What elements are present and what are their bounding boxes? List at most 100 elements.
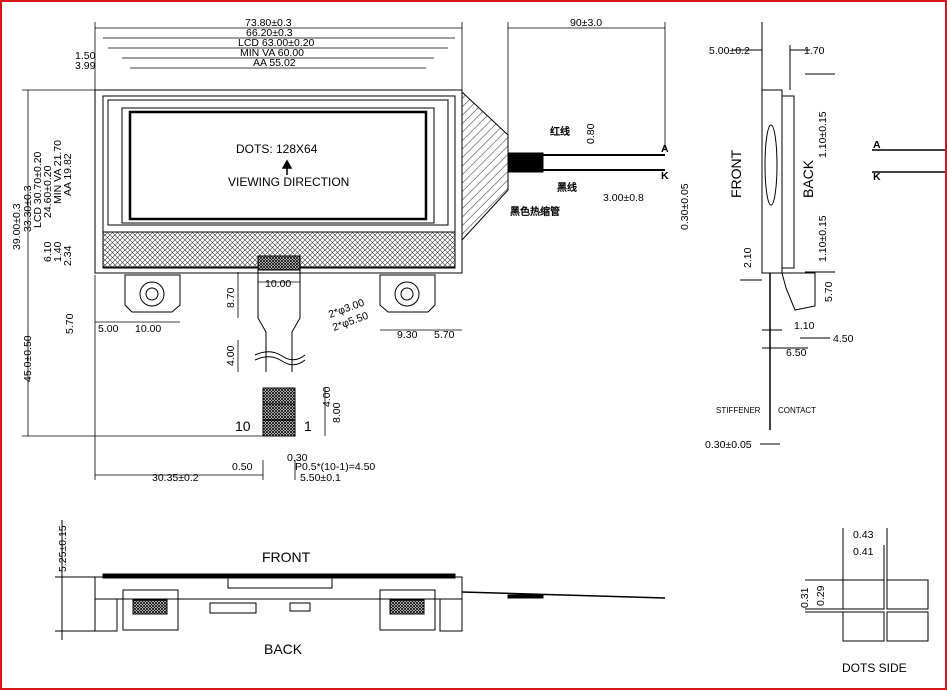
edge-tab-right [379,589,436,631]
dim-offset-5-50: 5.50±0.1 [300,472,341,484]
side-t-0-30: 0.30±0.05 [705,439,752,451]
screen-dots-label: DOTS: 128X64 [236,142,318,156]
dim-fpc-length: 8.70 [225,287,237,308]
side-h-5-70: 5.70 [823,281,835,302]
side-t-1-10-b: 1.10±0.15 [817,215,829,262]
dim-lcd: LCD 63.00±0.20 [238,37,315,49]
side-k-label: K [873,171,881,183]
dot-br [886,611,929,642]
side-window [764,124,778,206]
mount-hole-right-inner [400,287,414,301]
edge-top-strip [102,573,456,579]
dim-offset-1-50: 1.50 [75,50,96,62]
dim-h-24-60: 24.60±0.20 [42,165,54,218]
dim-h-lcd: LCD 30.70±0.20 [32,151,44,228]
edge-connector [209,602,257,614]
side-h-2-10: 2.10 [742,247,754,268]
dim-h-5-70: 5.70 [64,313,76,334]
front-dim-lines [22,22,666,480]
wire-thickness: 0.30±0.05 [679,183,691,230]
side-view-text: 5.00±0.2 1.70 1.10±0.15 1.10±0.15 FRONT … [705,45,881,451]
dots-detail [805,528,929,642]
side-body [761,89,783,274]
dim-contact-4: 4.00 [321,386,333,407]
side-t-1-10-a: 1.10±0.15 [817,111,829,158]
side-contact-label: CONTACT [778,406,816,415]
bottom-h-5-25: 5.25±0.15 [57,525,69,572]
dim-fpc-bend: 4.00 [225,345,237,366]
wire-sleeve-label: 黑色热缩管 [510,205,560,218]
dim-total-height: 45.0±0.50 [22,335,34,382]
dim-outline-width: 73.80±0.3 [245,17,292,29]
side-front-label: FRONT [728,149,744,198]
side-back-label: BACK [800,159,816,198]
dots-detail-text: 0.43 0.41 0.31 0.29 DOTS SIDE [799,529,907,675]
bottom-view [55,520,666,640]
mount-hole-left [139,281,165,307]
dim-min-va: MIN VA 60.00 [240,47,304,59]
dim-right-5-70: 5.70 [434,329,455,341]
bottom-view-text: FRONT BACK 5.25±0.15 [57,525,311,657]
side-w-1-10: 1.10 [794,320,815,332]
edge-tab-left [122,589,179,631]
wire-strip: 3.00±0.8 [603,192,644,204]
dim-left-5: 5.00 [98,323,119,335]
front-view [94,89,665,437]
dim-h-min-va: MIN VA 21.70 [52,140,64,204]
dim-wire-length: 90±3.0 [570,17,602,29]
dim-aa: AA 55.02 [253,57,296,69]
glass-outline [107,99,449,226]
edge-wire [461,591,666,599]
pin-1-label: 1 [304,418,312,434]
dim-h-2-34: 2.34 [62,245,74,266]
dim-h-1-40: 1.40 [52,241,64,262]
side-view [732,22,945,445]
front-dim-text: 73.80±0.3 66.20±0.3 LCD 63.00±0.20 MIN V… [11,17,691,484]
side-w-1-70: 1.70 [804,45,825,57]
dots-h-0-31: 0.31 [799,587,811,608]
side-w-4-50: 4.50 [833,333,854,345]
wire-black-label: 黑线 [557,181,577,194]
side-stiffener-label: STIFFENER [716,406,761,415]
dim-fpc-width: 10.00 [265,278,291,290]
dim-offset-30-35: 30.35±0.2 [152,472,199,484]
edge-fpc [227,577,333,589]
view-area [121,107,435,224]
dim-pitch-0-50: 0.50 [232,461,253,473]
mounting-tab-right [379,274,436,313]
backlight-wire-hatch [461,90,509,242]
side-glass [781,95,795,269]
fpc-top-hatch [257,255,301,271]
side-a-label: A [873,139,881,151]
mounting-tab-left [124,274,181,313]
bottom-front-label: FRONT [262,549,311,565]
viewing-direction-arrow [281,159,293,175]
mount-hole-left-inner [145,287,159,301]
side-w-6-50: 6.50 [786,347,807,359]
dot-tl [842,579,885,610]
screen-viewing-label: VIEWING DIRECTION [228,175,349,189]
wire-cathode-label: K [661,170,669,182]
dim-pitch-0-30: 0.30 [287,452,308,464]
bottom-back-label: BACK [264,641,303,657]
side-tab [781,272,816,311]
dim-bezel-width: 66.20±0.3 [246,27,293,39]
dim-h-33-30: 33.30±0.3 [22,185,34,232]
dot-tr [886,579,929,610]
wire-red-label: 红线 [550,125,570,138]
wire-pitch: 0.80 [585,123,597,144]
edge-foot-right [439,598,463,632]
dim-right-9-30: 9.30 [397,329,418,341]
dim-left-10: 10.00 [135,323,161,335]
edge-foot-left [94,598,118,632]
edge-small-block [289,602,311,612]
dim-pitch-formula: P0.5*(10-1)=4.50 [295,461,375,473]
dots-w-0-41: 0.41 [853,546,874,558]
dim-h-6-10: 6.10 [42,241,54,262]
wire-anode-label: A [661,143,669,155]
heat-shrink-sleeve [507,152,544,173]
dim-contact-8: 8.00 [331,402,343,423]
dim-h-aa: AA 19.82 [62,153,74,196]
